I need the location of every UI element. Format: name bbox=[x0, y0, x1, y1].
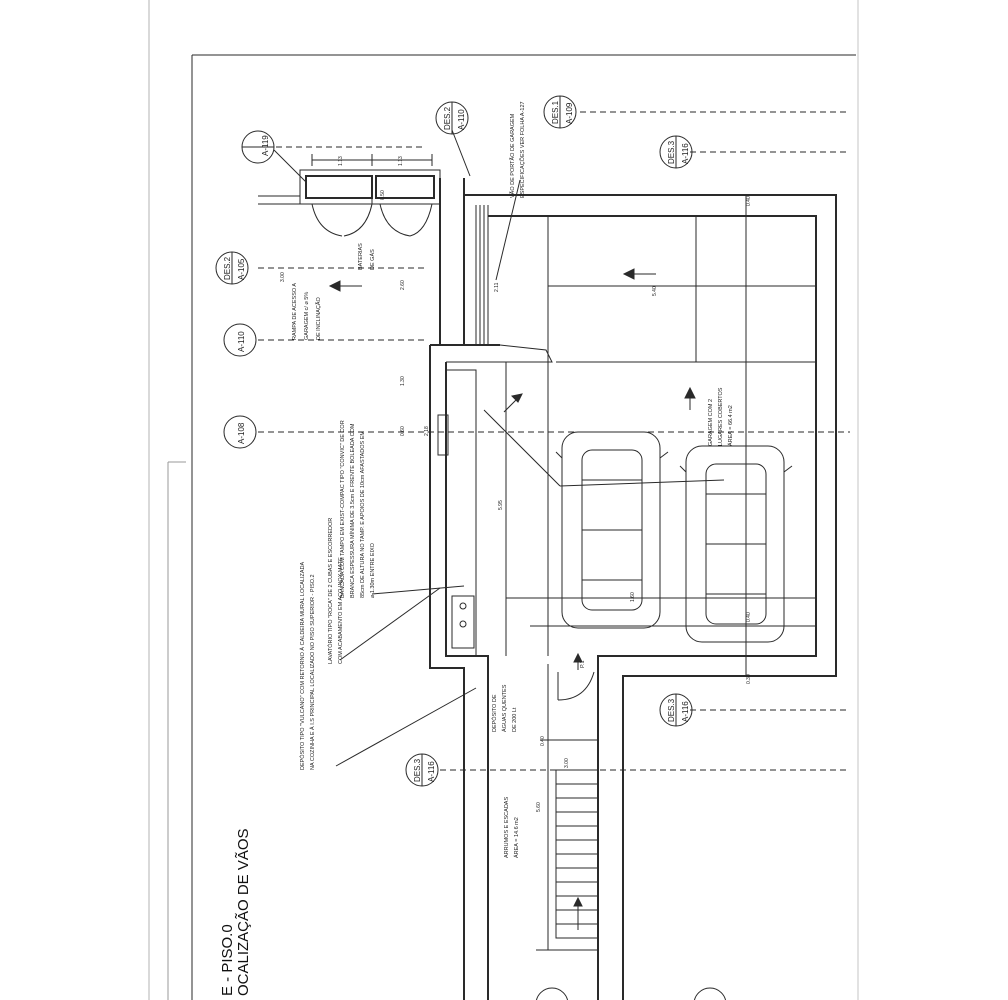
marker-des1-label: DES.1 bbox=[551, 100, 560, 124]
door-tag-p1: P.1 bbox=[580, 660, 586, 668]
garage-inner-wall bbox=[488, 215, 817, 1000]
note-gas-2: DE GÁS bbox=[369, 249, 376, 270]
marker-des3-c-label: DES.3 bbox=[413, 758, 422, 782]
note-storage-1: ARRUMOS E ESCADAS bbox=[504, 797, 510, 858]
note-bench-4: ⌀ 1.30m ENTRE EIXO bbox=[370, 542, 376, 598]
marker-a110-top: A-110 bbox=[457, 109, 466, 130]
dim-9: 2.18 bbox=[424, 426, 430, 436]
marker-a119: A-119 bbox=[261, 135, 270, 156]
dim-11: 5.40 bbox=[652, 286, 658, 296]
marker-des3-b-label: DES.3 bbox=[667, 698, 676, 722]
marker-a116-c: A-116 bbox=[427, 761, 436, 782]
gas-cabinet-2 bbox=[375, 175, 435, 199]
dim-14: 0.30 bbox=[746, 674, 752, 684]
note-hot-water-3: DE 200 Lt bbox=[512, 707, 518, 732]
dim-3: 0.50 bbox=[380, 190, 386, 200]
dim-17: 3.00 bbox=[564, 758, 570, 768]
note-ramp-2: GARAGEM c/ ⌀ 5% bbox=[304, 292, 310, 340]
sink bbox=[451, 595, 475, 649]
dim-7: 1.30 bbox=[400, 376, 406, 386]
car-2 bbox=[679, 445, 793, 643]
note-bench-2: BRANCA ESPESSURA MÍNIMA DE 3.5cm E FRENT… bbox=[349, 423, 356, 598]
kitchen-wall-inner bbox=[445, 362, 489, 1000]
marker-des3-a-label: DES.3 bbox=[667, 140, 676, 164]
marker-des2-top-label: DES.2 bbox=[443, 106, 452, 130]
marker-a110-left: A-110 bbox=[237, 331, 246, 352]
marker-a109: A-109 bbox=[565, 102, 574, 124]
marker-des2-label: DES.2 bbox=[223, 256, 232, 280]
note-sink-1: LAVATÓRIO TIPO "ROCA" DE 2 CUBAS E ESCOR… bbox=[327, 518, 334, 664]
note-deposit-1: DEPÓSITO TIPO "VULCANO" COM RETORNO À CA… bbox=[299, 562, 306, 770]
gas-door-swing-1 bbox=[311, 203, 343, 237]
staircase bbox=[555, 769, 599, 939]
note-storage-2: ÁREA = 14.6 m2 bbox=[513, 817, 520, 858]
note-door-2: ESPECIFICAÇÕES VER FOLHA A-127 bbox=[519, 101, 526, 198]
note-hot-water-2: ÁGUAS QUENTES bbox=[501, 684, 508, 732]
marker-a108: A-108 bbox=[237, 422, 246, 444]
note-bench-1: BANCADA COM TAMPO EM EXIST-COMPAC TIPO "… bbox=[340, 420, 346, 598]
note-garage-1: GARAGEM COM 2 bbox=[708, 399, 714, 446]
note-deposit-2: NA COZINHA E À I.S PRINCIPAL LOCALIZADO … bbox=[309, 574, 316, 770]
page-margin-left bbox=[0, 0, 148, 1000]
note-ramp-3: DE INCLINAÇÃO bbox=[315, 296, 322, 340]
note-garage-3: ÁREA = 66.4 m2 bbox=[727, 405, 734, 446]
dim-16: 0.40 bbox=[540, 736, 546, 746]
dim-8: 0.60 bbox=[400, 426, 406, 436]
dim-6: 2.11 bbox=[494, 282, 500, 292]
paper-edge-left bbox=[148, 0, 150, 1000]
dim-13: 0.40 bbox=[746, 612, 752, 622]
dim-2: 1.13 bbox=[398, 156, 404, 166]
paper-edge-right bbox=[857, 0, 859, 1000]
section-markers bbox=[215, 95, 727, 1000]
worktop bbox=[445, 369, 477, 657]
sink-drain-1 bbox=[459, 602, 467, 610]
kitchen-wall-outer bbox=[429, 345, 465, 1000]
dim-12: 0.40 bbox=[746, 196, 752, 206]
sink-drain-2 bbox=[459, 620, 467, 628]
drawing-title-line1: E - PISO.0 bbox=[219, 924, 236, 996]
dim-15: 1.60 bbox=[630, 592, 636, 602]
note-sink-2: COM ACABAMENTO EM AÇO INOX MATE bbox=[338, 557, 344, 664]
gas-cabinet-1 bbox=[305, 175, 373, 199]
marker-a105: A-105 bbox=[237, 258, 246, 280]
note-gas-1: BATERIAS bbox=[358, 243, 364, 270]
note-garage-2: LUGARES COBERTOS bbox=[718, 387, 724, 446]
dim-4: 3.00 bbox=[280, 272, 286, 282]
door-swing-p1 bbox=[557, 671, 595, 701]
car-1 bbox=[555, 431, 669, 629]
garage-outer-wall bbox=[464, 194, 837, 1000]
dim-10: 5.95 bbox=[498, 500, 504, 510]
note-bench-3: 85cm DE ALTURA NO TAMP. E APOIOS DE 10cm… bbox=[360, 431, 366, 598]
dim-1: 1.13 bbox=[338, 156, 344, 166]
marker-a116-b: A-116 bbox=[681, 701, 690, 722]
drawing-title-line2: OCALIZAÇÃO DE VÃOS bbox=[235, 828, 252, 996]
dim-18: 5.60 bbox=[536, 802, 542, 812]
note-door-1: VÃO DE PORTÃO DE GARAGEM bbox=[509, 113, 516, 198]
note-hot-water-1: DEPÓSITO DE bbox=[491, 694, 498, 732]
dim-5: 2.60 bbox=[400, 280, 406, 290]
marker-a116-a: A-116 bbox=[681, 143, 690, 164]
note-ramp-1: RAMPA DE ACESSO A bbox=[292, 283, 298, 340]
